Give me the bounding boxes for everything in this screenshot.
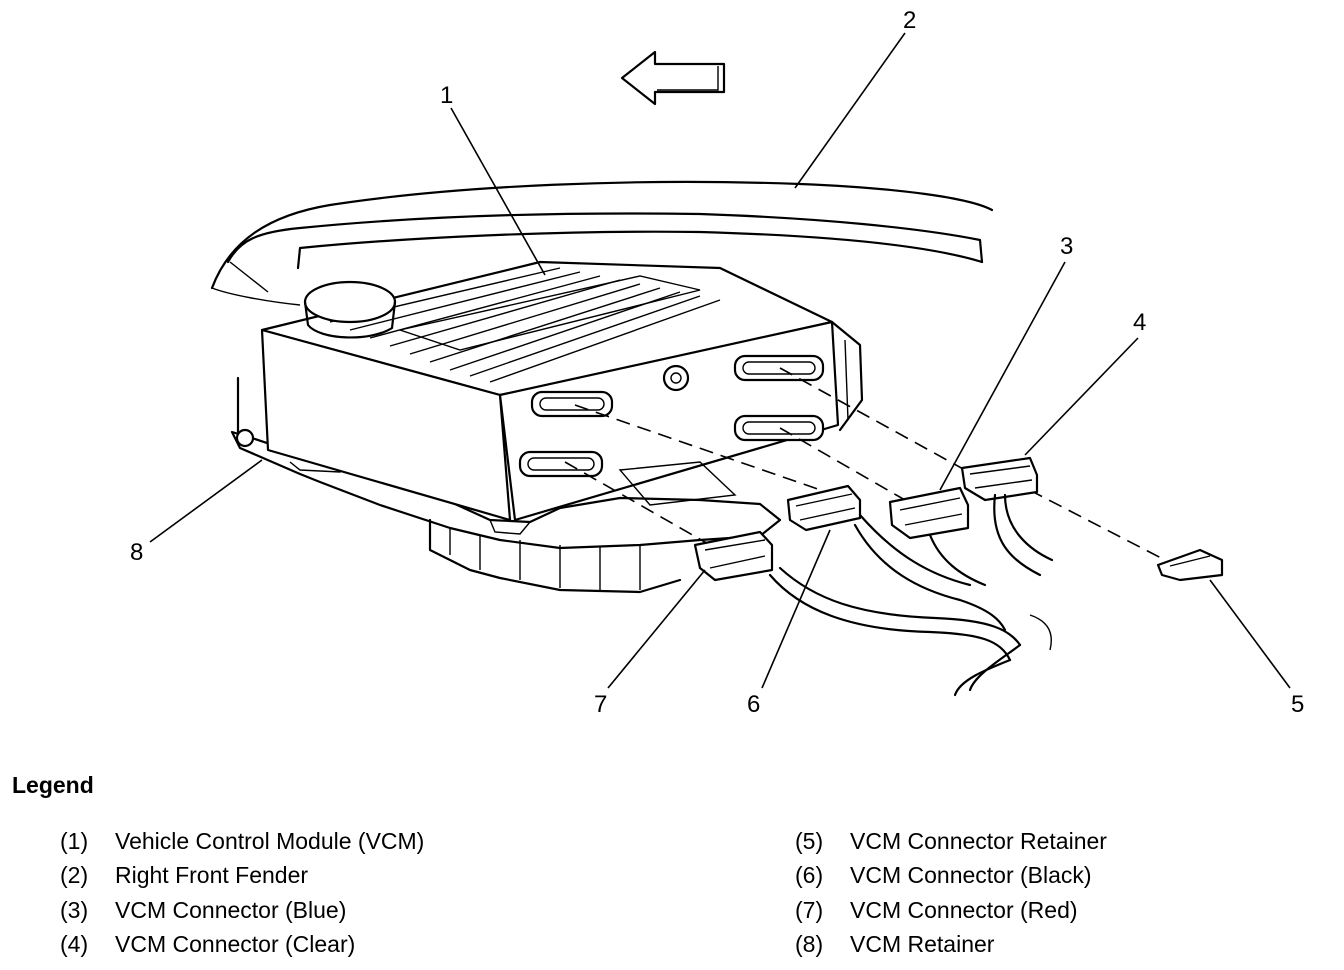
legend-item-number: (4) [60, 931, 89, 958]
connector-blue [888, 486, 970, 540]
legend-item-number: (2) [60, 862, 89, 889]
connector-red [693, 530, 774, 582]
callout-4: 4 [1133, 309, 1146, 336]
callout-3: 3 [1060, 233, 1073, 260]
legend-item-number: (1) [60, 827, 89, 854]
legend-item-label: VCM Connector (Black) [850, 862, 1092, 889]
legend-item-label: VCM Connector (Red) [850, 896, 1078, 923]
callout-5: 5 [1291, 691, 1304, 718]
legend-item-number: (6) [795, 862, 824, 889]
legend-item-label: VCM Connector (Clear) [115, 931, 356, 958]
legend-item-number: (5) [795, 827, 824, 854]
legend-column-left: (1) Vehicle Control Module (VCM) (2) Rig… [60, 824, 424, 962]
legend-item-number: (8) [795, 931, 824, 958]
callout-7: 7 [594, 691, 607, 718]
connector-black [786, 484, 862, 532]
connector-alignment-lines [564, 367, 1166, 561]
legend-item: (6) VCM Connector (Black) [795, 859, 1107, 894]
legend-item-label: Right Front Fender [115, 862, 309, 889]
callout-8: 8 [130, 539, 143, 566]
legend-item: (2) Right Front Fender [60, 859, 424, 894]
forward-direction-arrow-icon [620, 50, 726, 106]
connector-clear [960, 456, 1039, 502]
legend-item: (4) VCM Connector (Clear) [60, 928, 424, 963]
legend-item: (3) VCM Connector (Blue) [60, 893, 424, 928]
legend-item-label: VCM Connector Retainer [850, 827, 1107, 854]
vehicle-control-module [260, 260, 864, 522]
callout-2: 2 [903, 7, 916, 34]
legend-item: (1) Vehicle Control Module (VCM) [60, 824, 424, 859]
legend-item-number: (3) [60, 896, 89, 923]
legend-item: (7) VCM Connector (Red) [795, 893, 1107, 928]
legend-title: Legend [12, 772, 94, 798]
legend-item-label: Vehicle Control Module (VCM) [115, 827, 425, 854]
callout-1: 1 [440, 82, 453, 109]
wiring-harness [768, 493, 1054, 697]
legend-column-right: (5) VCM Connector Retainer (6) VCM Conne… [795, 824, 1107, 962]
mounting-base [428, 518, 682, 594]
legend-item-label: VCM Retainer [850, 931, 995, 958]
legend-item-label: VCM Connector (Blue) [115, 896, 347, 923]
right-front-fender [210, 180, 994, 306]
legend-item: (5) VCM Connector Retainer [795, 824, 1107, 859]
legend-item-number: (7) [795, 896, 824, 923]
connector-retainer [1156, 548, 1224, 582]
leader-lines [149, 32, 1291, 689]
callout-6: 6 [747, 691, 760, 718]
vcm-location-diagram: 1 2 3 4 5 6 7 8 [130, 7, 1304, 718]
legend-item: (8) VCM Retainer [795, 928, 1107, 963]
